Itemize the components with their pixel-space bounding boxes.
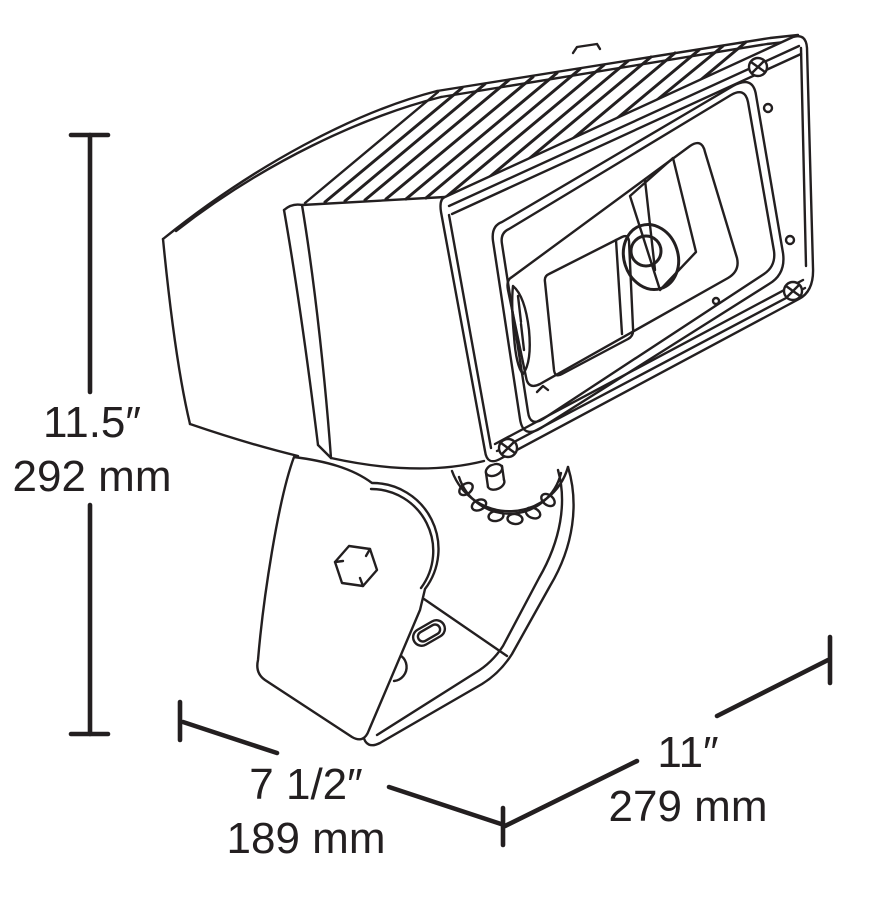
adjustment-hole	[524, 506, 542, 520]
front-bezel	[439, 34, 815, 463]
reflector-edge	[511, 284, 531, 376]
screw-icon	[747, 56, 769, 78]
dimension-width-imperial: 7 1/2″	[249, 760, 363, 809]
drawing-ink	[68, 33, 833, 848]
base-fold-line	[422, 597, 509, 658]
dimension-width-metric: 189 mm	[226, 814, 386, 863]
dimension-height-label: 11.5″ 292 mm	[13, 396, 172, 504]
adjustment-hole	[540, 492, 556, 508]
end-cap	[161, 237, 300, 458]
dimension-line-height	[68, 132, 111, 737]
dimension-depth-label: 11″ 279 mm	[609, 726, 768, 834]
reflector-facet	[628, 156, 698, 292]
pilot-hole	[711, 296, 721, 306]
top-rim	[161, 89, 439, 241]
dimension-height-metric: 292 mm	[12, 452, 172, 501]
dimension-width-label: 7 1/2″ 189 mm	[227, 758, 386, 866]
bracket-left-plate	[256, 455, 440, 741]
dimension-depth-imperial: 11″	[657, 728, 719, 777]
dimension-depth-metric: 279 mm	[608, 782, 768, 831]
hex-bolt	[333, 544, 379, 588]
dimension-height-imperial: 11.5″	[43, 398, 141, 447]
adjustment-hole	[458, 481, 474, 497]
dimension-lines	[68, 132, 833, 848]
heatsink-fins	[323, 40, 748, 204]
screw-icon	[497, 437, 519, 459]
screw-icon	[782, 280, 804, 302]
mounting-bracket	[256, 416, 575, 747]
locking-pin	[484, 462, 506, 491]
knuckle-disc	[450, 462, 570, 526]
lens-ring	[621, 223, 681, 291]
door-screws	[497, 56, 804, 459]
pilot-hole	[784, 234, 796, 246]
adjustment-hole	[470, 498, 488, 512]
mounting-slot	[411, 619, 447, 647]
recess-notch	[535, 384, 550, 394]
door-frame	[491, 80, 785, 434]
dimension-line-depth	[502, 634, 833, 829]
housing-seam	[282, 203, 333, 460]
pilot-hole	[762, 102, 774, 114]
optics-recess	[506, 141, 739, 394]
adjustment-hole	[487, 509, 505, 523]
fin-edge	[303, 90, 440, 205]
adjustment-hole	[506, 512, 524, 526]
housing	[161, 33, 815, 470]
dimension-line-width	[177, 699, 506, 848]
bracket-right-arm	[361, 465, 575, 747]
